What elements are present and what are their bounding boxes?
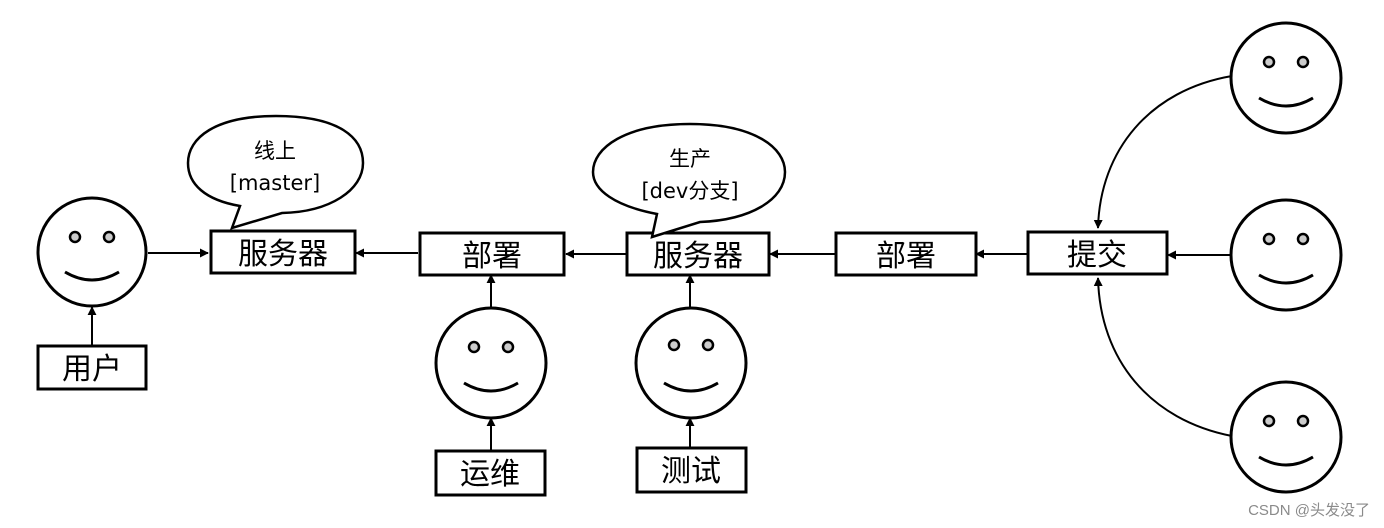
arrow-developer-top-to-commit: [1093, 75, 1233, 229]
deploy-online-box: 部署: [418, 231, 566, 277]
connectors: [87, 75, 1233, 450]
commit-box: 提交: [1026, 230, 1169, 276]
arrow-developer-bottom-to-commit: [1093, 277, 1233, 437]
developer-mid-face-icon: [1229, 198, 1343, 312]
server-online-box: 服务器: [209, 229, 357, 275]
online-bubble: 线上 [master]: [186, 114, 365, 230]
commit-label: 提交: [1067, 238, 1127, 273]
user-face-icon: [36, 196, 148, 308]
tester-label: 测试: [661, 454, 721, 489]
prod-bubble: 生产 [dev分支]: [591, 122, 787, 239]
prod-bubble-line1: 生产: [669, 147, 711, 171]
tester-face-icon: [634, 306, 748, 420]
server-prod-box: 服务器: [625, 231, 771, 277]
tester-box: 测试: [635, 446, 748, 494]
prod-bubble-line2: [dev分支]: [641, 179, 738, 203]
ops-face-icon: [434, 306, 548, 420]
developer-bottom-face-icon: [1229, 380, 1343, 494]
online-bubble-line2: [master]: [230, 171, 320, 195]
deploy-online-label: 部署: [462, 239, 522, 274]
watermark-text: CSDN @头发没了: [1248, 502, 1370, 519]
user-label: 用户: [62, 352, 122, 387]
ops-box: 运维: [434, 449, 547, 497]
user-box: 用户: [36, 344, 148, 391]
deploy-prod-label: 部署: [876, 239, 936, 274]
server-online-label: 服务器: [238, 237, 328, 272]
deploy-prod-box: 部署: [834, 231, 978, 277]
online-bubble-line1: 线上: [254, 139, 296, 163]
ops-label: 运维: [460, 457, 520, 492]
server-prod-label: 服务器: [653, 239, 743, 274]
developer-top-face-icon: [1229, 21, 1343, 135]
